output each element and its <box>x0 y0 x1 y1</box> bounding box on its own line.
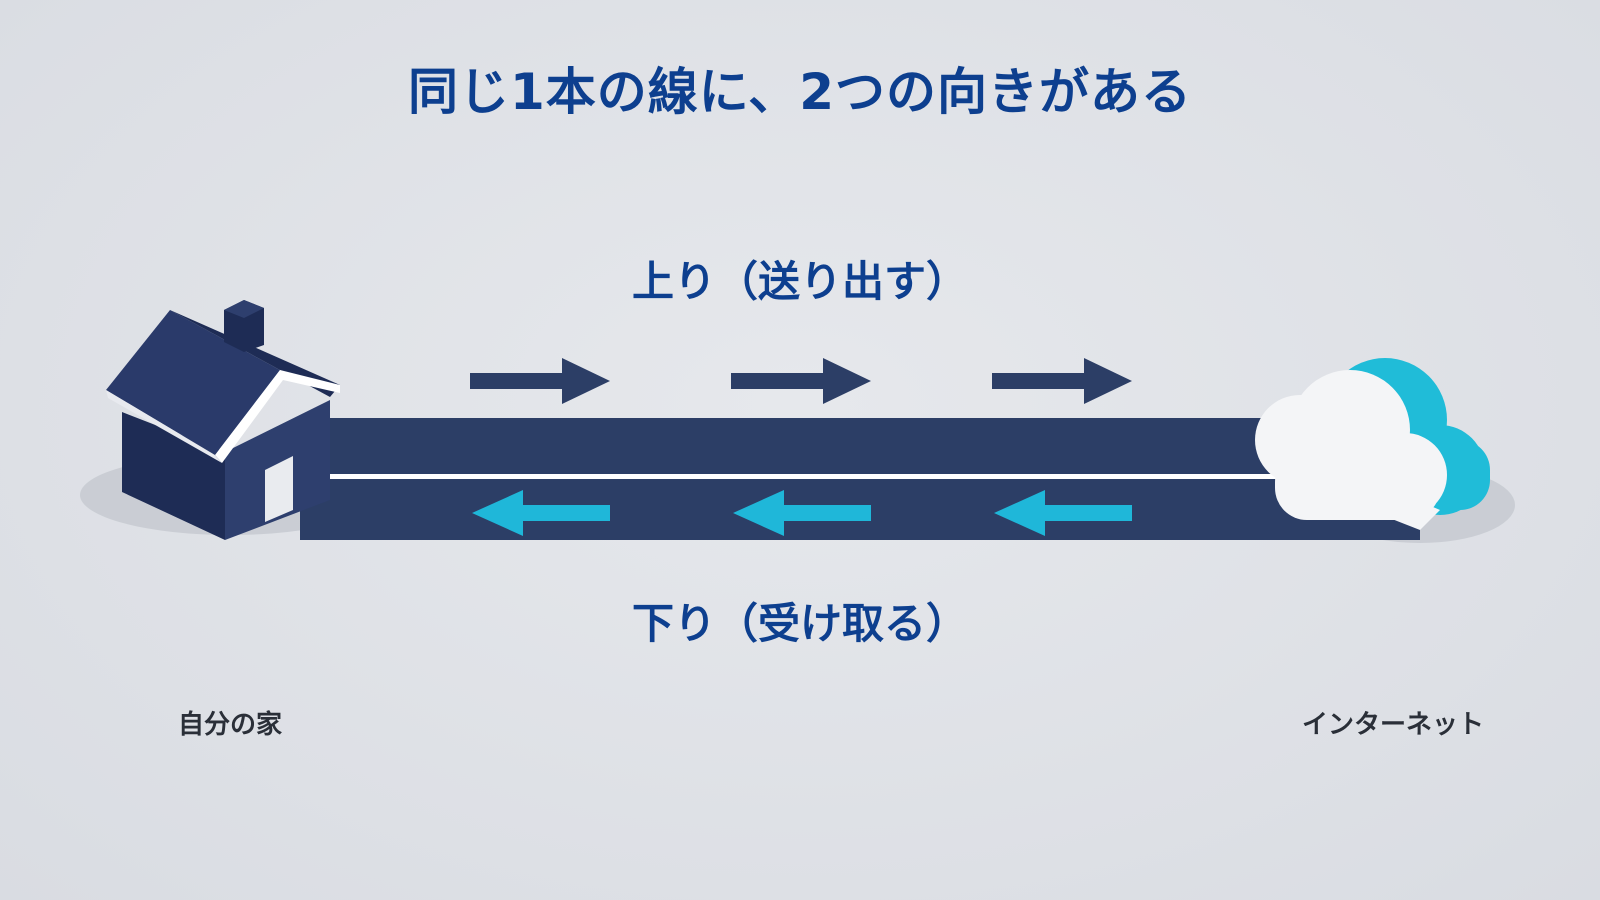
downstream-arrow <box>994 490 1132 536</box>
downstream-arrow <box>472 490 610 536</box>
diagram-title: 同じ1本の線に、2つの向きがある <box>407 63 1193 121</box>
home-label: 自分の家 <box>178 710 283 740</box>
cable <box>300 418 1420 540</box>
house-icon <box>106 300 340 540</box>
upstream-arrows <box>470 358 1132 404</box>
cable-divider <box>320 474 1410 479</box>
downstream-arrows <box>472 490 1132 536</box>
downstream-label: 下り（受け取る） <box>631 599 968 648</box>
downstream-arrow <box>733 490 871 536</box>
upstream-arrow <box>731 358 871 404</box>
cloud-icon <box>1255 358 1490 530</box>
upstream-label: 上り（送り出す） <box>631 257 968 306</box>
upstream-arrow <box>470 358 610 404</box>
internet-label: インターネット <box>1302 710 1485 740</box>
door <box>265 456 293 522</box>
upstream-arrow <box>992 358 1132 404</box>
